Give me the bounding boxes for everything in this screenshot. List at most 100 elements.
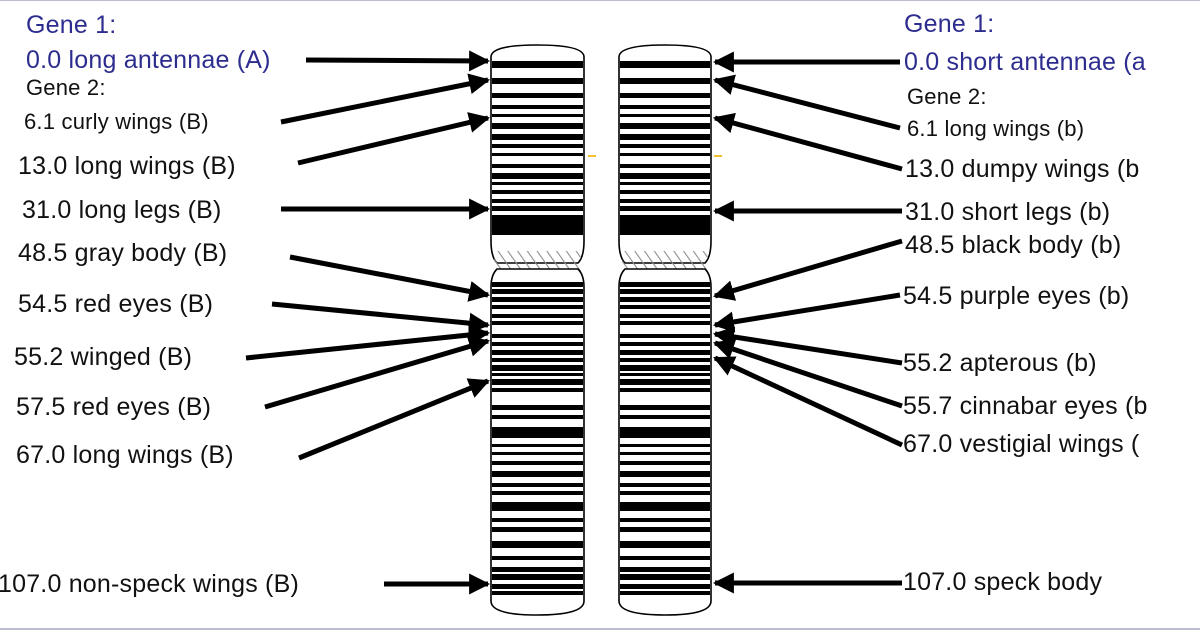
left-band (492, 78, 583, 84)
right-band (620, 206, 710, 211)
right-band (620, 93, 710, 98)
right-arrows (712, 51, 904, 594)
arrow-left-red-eyes-57 (264, 336, 491, 410)
right-band (620, 405, 710, 410)
left-band (492, 373, 583, 376)
left-band (492, 574, 583, 580)
right-band (620, 491, 710, 495)
right-band (620, 134, 710, 140)
right-band (620, 527, 710, 532)
left-gene1-locus: 0.0 long antennae (A) (26, 46, 271, 74)
right-band (620, 123, 710, 129)
left-band (492, 405, 583, 410)
left-band (492, 491, 583, 495)
left-chromosome (490, 44, 585, 616)
left-band (492, 541, 583, 548)
right-band (620, 199, 710, 203)
right-locus-54-5: 54.5 purple eyes (b) (903, 282, 1130, 310)
left-band (492, 321, 583, 325)
right-locus-48-5: 48.5 black body (b) (905, 231, 1122, 259)
left-band (492, 502, 583, 511)
left-band (492, 379, 583, 385)
right-band (620, 350, 710, 355)
right-band (620, 415, 710, 419)
right-band (620, 78, 710, 84)
left-band (492, 334, 583, 338)
arrow-right-apterous (712, 326, 903, 366)
right-band (620, 452, 710, 455)
left-band (492, 350, 583, 355)
left-band (492, 199, 583, 203)
left-band (492, 134, 583, 140)
left-band (492, 518, 583, 522)
right-band (620, 388, 710, 392)
left-band (492, 584, 583, 589)
right-band (620, 541, 710, 548)
right-chromosome-bands (620, 61, 710, 595)
left-chromosome-lower-arm (490, 268, 585, 616)
right-band (620, 584, 710, 589)
left-band (492, 305, 583, 309)
left-band (492, 215, 583, 235)
right-band (620, 305, 710, 309)
right-band (620, 358, 710, 362)
arrow-left-long-wings-13 (297, 112, 491, 166)
right-band (620, 567, 710, 572)
right-band (620, 164, 710, 168)
right-band (620, 379, 710, 385)
arrow-left-red-eyes-54 (271, 301, 491, 334)
left-locus-13-0: 13.0 long wings (B) (18, 152, 236, 180)
right-band (620, 114, 710, 117)
arrow-left-long-wings-67 (298, 378, 490, 461)
left-locus-107-0: 107.0 non-speck wings (B) (0, 570, 299, 598)
right-gene2-heading: Gene 2: (907, 84, 987, 109)
right-chromosome (618, 44, 712, 616)
right-locus-67-0: 67.0 vestigial wings ( (903, 430, 1140, 458)
right-band (620, 342, 710, 346)
left-locus-57-5: 57.5 red eyes (B) (16, 393, 212, 421)
right-band (620, 314, 710, 318)
left-band (492, 206, 583, 211)
left-locus-48-5: 48.5 gray body (B) (18, 239, 228, 267)
left-band (492, 452, 583, 455)
right-band (620, 444, 710, 447)
left-band (492, 61, 583, 68)
right-band (620, 373, 710, 376)
right-band (620, 574, 710, 580)
left-band (492, 282, 583, 287)
left-band (492, 105, 583, 109)
right-band (620, 427, 710, 438)
left-band (492, 388, 583, 392)
left-locus-67-0: 67.0 long wings (B) (16, 441, 234, 469)
left-band (492, 114, 583, 117)
right-band (620, 289, 710, 294)
right-band (620, 144, 710, 148)
left-band (492, 365, 583, 371)
right-band (620, 282, 710, 287)
left-locus-6-1: 6.1 curly wings (B) (24, 109, 209, 134)
left-gene2-heading: Gene 2: (26, 75, 106, 100)
right-locus-55-7: 55.7 cinnabar eyes (b (903, 392, 1148, 420)
left-band (492, 461, 583, 465)
arrow-right-vestigial (713, 355, 904, 448)
left-band (492, 123, 583, 129)
right-band (620, 502, 710, 511)
arrow-right-dumpy-wings (712, 112, 903, 172)
arrow-left-gray-body (289, 254, 491, 302)
left-band (492, 182, 583, 185)
arrow-right-cinnabar (713, 339, 903, 409)
right-band (620, 190, 710, 194)
right-band (620, 61, 710, 68)
arrow-right-black-body (712, 238, 903, 301)
left-band (492, 173, 583, 179)
left-band (492, 190, 583, 194)
right-band (620, 365, 710, 371)
right-gene1-locus: 0.0 short antennae (a (904, 48, 1146, 76)
right-band (620, 182, 710, 185)
left-band (492, 289, 583, 294)
arrow-left-winged (245, 324, 491, 361)
right-band (620, 215, 710, 235)
right-band (620, 591, 710, 595)
left-chromosome-bands (492, 61, 583, 595)
